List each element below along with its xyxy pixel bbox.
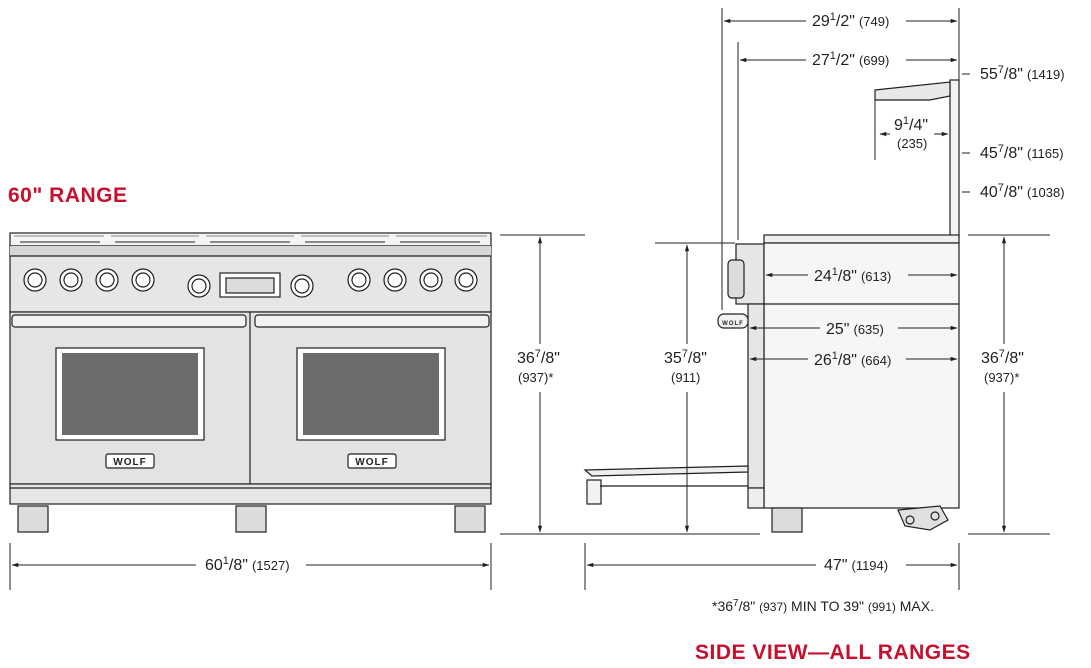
footnote-in: /8" <box>738 598 756 614</box>
right-wolf-label: WOLF <box>355 457 388 468</box>
footnote-num: 7 <box>733 598 739 609</box>
dim-749: 291/2"(749) <box>812 11 889 30</box>
left-oven-handle <box>11 314 247 328</box>
dim-1419: 557/8"(1419) <box>980 64 1065 83</box>
front-leg-center <box>235 505 267 533</box>
right-wolf-badge <box>347 453 397 469</box>
dim-613: 241/8"(613) <box>814 266 891 285</box>
footnote-mid: MIN TO 39" <box>791 598 864 614</box>
side-door-handle <box>717 313 749 329</box>
side-view-title: SIDE VIEW—ALL RANGES <box>695 641 971 664</box>
side-leg-rear-caster <box>897 505 949 531</box>
depth-dim-lines <box>749 272 958 362</box>
backguard <box>949 79 960 239</box>
dim-937-side: 367/8" <box>981 348 1024 367</box>
side-reference-lines <box>584 8 1050 590</box>
dim-1038: 407/8"(1038) <box>980 182 1065 201</box>
side-knob <box>727 259 745 299</box>
dim-front-width: 601/8"(1527) <box>205 555 290 574</box>
left-wolf-badge <box>105 453 155 469</box>
side-range <box>583 79 960 533</box>
footnote-star: *36 <box>712 598 734 614</box>
front-range <box>9 232 492 533</box>
dim-635: 25"(635) <box>826 321 884 338</box>
side-oven-door <box>747 303 765 489</box>
dim-235-mm: (235) <box>897 136 927 151</box>
dim-911-mm: (911) <box>671 370 700 385</box>
burner-knobs <box>23 268 478 298</box>
dim-1165: 457/8"(1165) <box>980 143 1064 162</box>
footnote-end: MAX. <box>899 598 934 614</box>
front-leg-right <box>454 505 486 533</box>
dim-664: 261/8"(664) <box>814 350 891 369</box>
height-footnote: *367/8" (937) MIN TO 39" (991) MAX. <box>712 598 934 614</box>
footnote-mm1: (937) <box>759 600 788 614</box>
front-view-title: 60" RANGE <box>8 184 128 207</box>
front-leg-left <box>17 505 49 533</box>
dim-1194: 47"(1194) <box>824 557 888 574</box>
dim-911: 357/8" <box>664 348 707 367</box>
grate-row <box>14 235 487 243</box>
right-oven-handle <box>254 314 490 328</box>
dim-front-height-mm: (937)* <box>518 370 553 385</box>
open-oven-rack <box>583 465 749 477</box>
front-height-dim <box>500 234 585 535</box>
side-handle-wolf: WOLF <box>722 321 744 327</box>
left-wolf-label: WOLF <box>113 457 146 468</box>
dim-937-side-mm: (937)* <box>984 370 1019 385</box>
backguard-shelf <box>874 81 951 101</box>
side-leg-front <box>771 507 803 533</box>
dim-699: 271/2"(699) <box>812 50 889 69</box>
dim-front-height: 367/8" <box>517 348 560 367</box>
dim-235: 91/4" <box>894 115 928 134</box>
front-width-dim <box>9 543 492 590</box>
footnote-mm2: (991) <box>867 600 896 614</box>
